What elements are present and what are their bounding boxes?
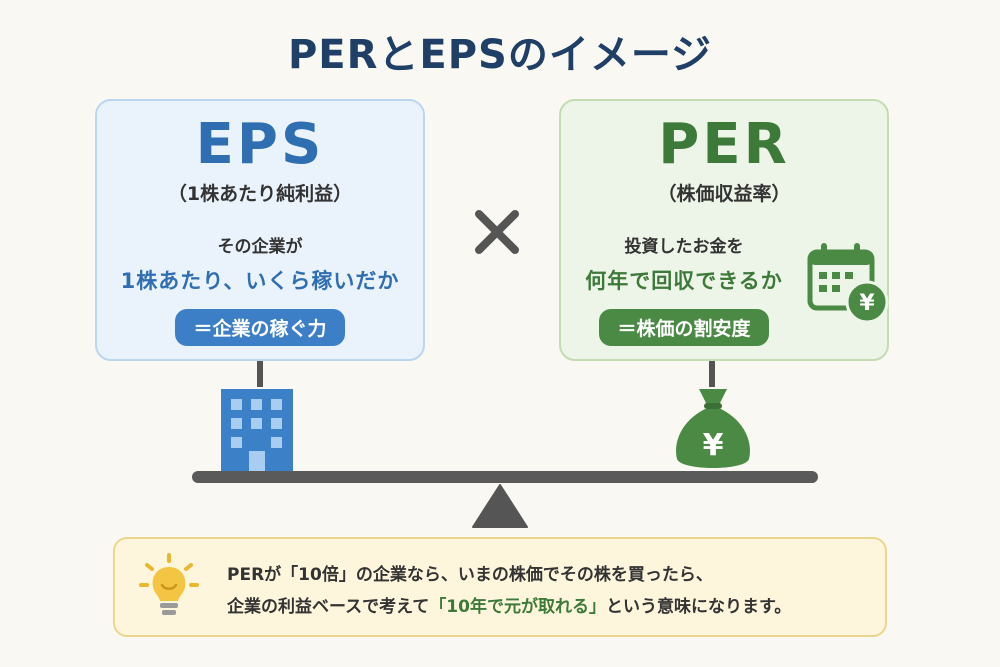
calendar-yen-symbol: ¥ [859, 291, 875, 316]
building-icon [221, 389, 293, 473]
explanation-text: PERが「10倍」の企業なら、いまの株価でその株を買ったら、 企業の利益ベースで… [227, 559, 791, 623]
explanation-line-1: PERが「10倍」の企業なら、いまの株価でその株を買ったら、 [227, 565, 713, 585]
explanation-highlight: 「10年で元が取れる」 [429, 597, 606, 617]
explanation-line-2-end: という意味になります。 [605, 597, 792, 617]
explanation-line-2-start: 企業の利益ベースで考えて [227, 597, 430, 617]
per-meaning-badge: ＝株価の割安度 [599, 309, 769, 346]
eps-card: EPS （1株あたり純利益） その企業が 1株あたり、いくら稼いだか ＝企業の稼… [95, 99, 425, 361]
bag-yen-symbol: ¥ [703, 428, 724, 463]
eps-emphasis: 1株あたり、いくら稼いだか [120, 269, 400, 293]
lightbulb-icon [139, 553, 199, 615]
per-connector [709, 361, 715, 387]
eps-description: その企業が [217, 237, 303, 257]
explanation-line-2: 企業の利益ベースで考えて「10年で元が取れる」という意味になります。 [227, 591, 791, 623]
yen-money-bag-icon: ¥ [676, 389, 750, 468]
per-card: PER （株価収益率） 投資したお金を 何年で回収できるか ＝株価の割安度 [559, 99, 889, 361]
per-emphasis: 何年で回収できるか [585, 269, 783, 293]
explanation-box: PERが「10倍」の企業なら、いまの株価でその株を買ったら、 企業の利益ベースで… [113, 537, 887, 637]
calendar-yen-icon: ¥ [807, 243, 889, 324]
eps-heading: EPS [195, 112, 325, 177]
per-subtitle: （株価収益率） [657, 183, 791, 205]
per-heading: PER [658, 112, 790, 177]
page-title: PERとEPSのイメージ [287, 32, 713, 78]
eps-connector [257, 361, 263, 387]
eps-subtitle: （1株あたり純利益） [167, 183, 353, 205]
times-icon [475, 210, 519, 254]
balance-beam [192, 471, 818, 483]
eps-meaning-badge: ＝企業の稼ぐ力 [175, 309, 345, 346]
per-description: 投資したお金を [624, 237, 744, 257]
fulcrum [472, 484, 528, 528]
